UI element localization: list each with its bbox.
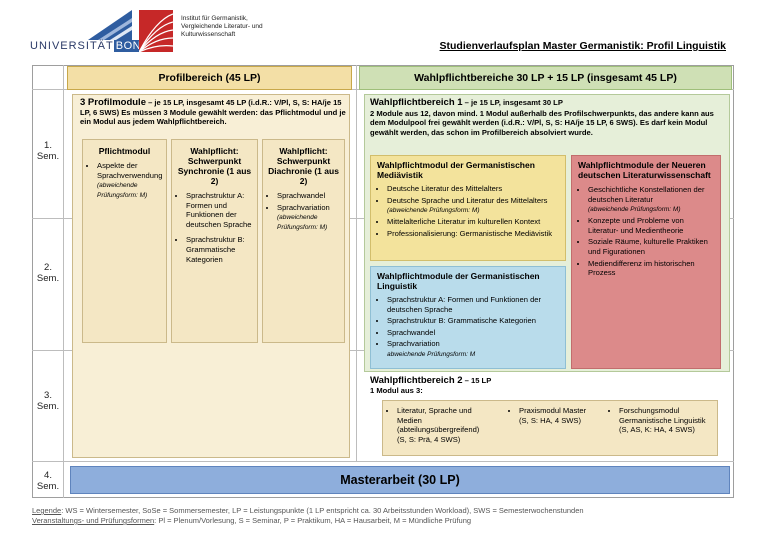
- semester-label: 4. Sem.: [36, 470, 60, 492]
- module-item: Sprachstruktur B: Grammatische Kategorie…: [387, 316, 559, 326]
- university-prefix: UNIVERSITÄT: [30, 40, 114, 52]
- legend-line: Legende: WS = Wintersemester, SoSe = Som…: [32, 506, 752, 516]
- wpb1-title: Wahlpflichtbereich 1: [370, 97, 463, 108]
- wpb1-description: 2 Module aus 12, davon mind. 1 Modul auß…: [370, 108, 714, 137]
- module-item: Deutsche Literatur des Mittelalters: [387, 184, 559, 194]
- legend-text: : WS = Wintersemester, SoSe = Sommerseme…: [61, 506, 584, 515]
- legend: Legende: WS = Wintersemester, SoSe = Som…: [32, 506, 752, 526]
- module-item: Professionalisierung: Germanistische Med…: [387, 229, 559, 239]
- module-item: Sprachvariation (abweichende Prüfungsform…: [277, 203, 340, 233]
- profil-title: 3 Profilmodule: [80, 97, 146, 108]
- module-item: Sprachwandel: [277, 191, 340, 201]
- module-item: Soziale Räume, kulturelle Praktiken und …: [588, 237, 714, 256]
- media-module-box: Wahlpflichtmodul der Germanistischen Med…: [370, 155, 566, 261]
- module-item: Mediendifferenz im historischen Prozess: [588, 259, 714, 278]
- semester-label: 1. Sem.: [36, 140, 60, 162]
- module-item: Sprachstruktur B: Grammatische Kategorie…: [186, 235, 253, 264]
- grid-line: [63, 65, 64, 498]
- wpb2-item: Literatur, Sprache und Medien (abteilung…: [387, 406, 497, 446]
- profil-description: 3 Profilmodule – je 15 LP, insgesamt 45 …: [80, 98, 346, 127]
- module-item: Mittelalterliche Literatur im kulturelle…: [387, 217, 559, 227]
- module-title: Wahlpflichtmodul der Germanistischen Med…: [377, 160, 535, 180]
- grid-line: [356, 65, 357, 461]
- module-item: Geschichtliche Konstellationen der deuts…: [588, 185, 714, 214]
- institute-name: Institut für Germanistik, Vergleichende …: [181, 15, 291, 39]
- module-item: Sprachstruktur A: Formen und Funktionen …: [186, 191, 253, 229]
- institute-logo: [138, 10, 174, 53]
- module-title: Wahlpflicht: Schwerpunkt Synchronie (1 a…: [177, 146, 252, 186]
- module-item-label: Sprachvariation: [387, 339, 440, 349]
- module-item-label: Praxismodul Master: [519, 406, 587, 415]
- grid-line: [32, 461, 734, 462]
- exam-note: (abweichende Prüfungsform: M): [588, 206, 681, 214]
- module-item-label: Forschungsmodul Germanistische Linguisti…: [619, 406, 706, 425]
- column-header-profil: Profilbereich (45 LP): [67, 66, 352, 90]
- institute-line: Institut für Germanistik,: [181, 15, 248, 22]
- exam-note: (S, S: HA, 4 SWS): [519, 415, 582, 425]
- module-title: Wahlpflicht: Schwerpunkt Diachronie (1 a…: [268, 146, 339, 186]
- module-item: Deutsche Sprache und Literatur des Mitte…: [387, 196, 559, 216]
- module-title: Wahlpflichtmodule der Neueren deutschen …: [578, 160, 711, 180]
- column-header-wahlpflicht: Wahlpflichtbereiche 30 LP + 15 LP (insge…: [359, 66, 732, 90]
- legend-label: Veranstaltungs- und Prüfungsformen: [32, 516, 155, 525]
- module-title: Pflichtmodul: [98, 146, 151, 156]
- module-title: Wahlpflichtmodule der Germanistischen Li…: [377, 271, 540, 291]
- profil-col-pflicht: Pflichtmodul Aspekte der Sprachverwendun…: [82, 139, 167, 343]
- university-logo-graphic: [88, 10, 132, 40]
- masterarbeit-bar: Masterarbeit (30 LP): [70, 466, 730, 494]
- profil-col-diachronie: Wahlpflicht: Schwerpunkt Diachronie (1 a…: [262, 139, 345, 343]
- wpb2-module-box: Literatur, Sprache und Medien (abteilung…: [382, 400, 718, 456]
- profil-title-rest: – je 15 LP, insgesamt 45 LP (i.d.R.: V/P…: [80, 98, 346, 127]
- exam-note: (abweichende Prüfungsform: M): [277, 214, 328, 232]
- ndl-module-box: Wahlpflichtmodule der Neueren deutschen …: [571, 155, 721, 369]
- module-item: Sprachwandel: [387, 328, 559, 338]
- wpb2-item: Forschungsmodul Germanistische Linguisti…: [609, 406, 715, 437]
- module-item-label: Sprachvariation: [277, 202, 330, 212]
- semester-label: 2. Sem.: [36, 262, 60, 284]
- wpb2-header: Wahlpflichtbereich 2 – 15 LP 1 Modul aus…: [370, 376, 726, 395]
- module-item: Aspekte der Sprachverwendung (abweichende…: [97, 161, 162, 200]
- module-item-label: Aspekte der Sprachverwendung: [97, 161, 163, 180]
- profil-col-synchronie: Wahlpflicht: Schwerpunkt Synchronie (1 a…: [171, 139, 258, 343]
- module-item-label: Deutsche Sprache und Literatur des Mitte…: [387, 195, 548, 205]
- module-item: Sprachstruktur A: Formen und Funktionen …: [387, 295, 559, 314]
- module-item: Konzepte und Probleme von Literatur- und…: [588, 216, 714, 235]
- legend-label: Legende: [32, 506, 62, 515]
- legend-text: : Pl = Plenum/Vorlesung, S = Seminar, P …: [154, 516, 472, 525]
- exam-note: abweichende Prüfungsform: M: [387, 350, 476, 358]
- wpb2-item: Praxismodul Master(S, S: HA, 4 SWS): [509, 406, 604, 427]
- module-item-label: Literatur, Sprache und Medien (abteilung…: [397, 406, 480, 435]
- exam-note: (S, AS, K: HA, 4 SWS): [619, 425, 695, 435]
- wpb2-title-rest: – 15 LP: [462, 376, 492, 385]
- wpb1-title-rest: – je 15 LP, insgesamt 30 LP: [462, 98, 563, 107]
- module-item-label: Geschichtliche Konstellationen der deuts…: [588, 185, 705, 204]
- semester-label: 3. Sem.: [36, 390, 60, 412]
- wpb1-header: Wahlpflichtbereich 1 – je 15 LP, insgesa…: [370, 98, 726, 137]
- linguistik-module-box: Wahlpflichtmodule der Germanistischen Li…: [370, 266, 566, 369]
- legend-line: Veranstaltungs- und Prüfungsformen: Pl =…: [32, 516, 752, 526]
- exam-note: (abweichende Prüfungsform: M): [387, 207, 480, 215]
- exam-note: (abweichende Prüfungsform: M): [97, 182, 148, 200]
- institute-line: Kulturwissenschaft: [181, 31, 236, 38]
- institute-line: Vergleichende Literatur- und: [181, 23, 263, 30]
- exam-note: (S, S: Prä, 4 SWS): [397, 434, 461, 444]
- page-title: Studienverlaufsplan Master Germanistik: …: [439, 40, 726, 52]
- wpb2-title: Wahlpflichtbereich 2: [370, 375, 463, 386]
- wpb2-subtitle: 1 Modul aus 3:: [370, 385, 423, 395]
